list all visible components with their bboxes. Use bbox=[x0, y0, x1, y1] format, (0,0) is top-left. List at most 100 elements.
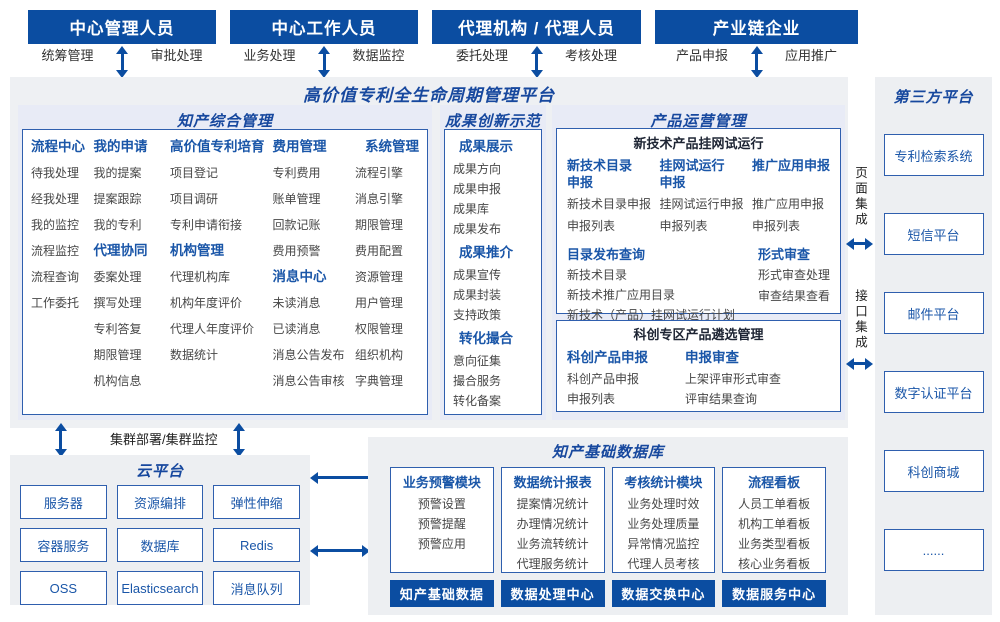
menu-item: 转化备案 bbox=[453, 394, 502, 408]
menu-item: 专利答复 bbox=[93, 322, 142, 336]
ip-management-box: 流程中心 待我处理经我处理我的监控流程监控流程查询工作委托 我的申请 我的提案提… bbox=[22, 129, 428, 415]
bidirectional-horizontal-arrow-icon bbox=[310, 544, 370, 557]
menu-item: 预警提醒 bbox=[417, 517, 466, 531]
group-heading: 目录发布查询 bbox=[567, 247, 646, 262]
menu-item: 业务处理时效 bbox=[627, 497, 700, 511]
menu-item: 审查结果查看 bbox=[757, 289, 830, 303]
menu-item: 数据统计 bbox=[170, 348, 219, 362]
bidirectional-horizontal-arrow-icon bbox=[846, 357, 873, 370]
menu-item: 撮合服务 bbox=[453, 374, 502, 388]
third-party-system-box: 科创商城 bbox=[883, 450, 984, 492]
menu-item: 权限管理 bbox=[355, 322, 404, 336]
actor-box: 中心管理人员 bbox=[28, 10, 216, 44]
third-party-zone: 第三方平台 专利检索系统短信平台邮件平台数字认证平台科创商城...... bbox=[875, 77, 992, 615]
group-heading: 成果展示 bbox=[459, 139, 513, 154]
menu-item: 工作委托 bbox=[31, 296, 80, 310]
menu-item: 提案情况统计 bbox=[516, 497, 589, 511]
menu-item: 支持政策 bbox=[453, 308, 502, 322]
panel-product-operations: 产品运营管理 新技术产品挂网试运行 新技术目录申报 新技术目录申报申报列表 挂网… bbox=[552, 105, 845, 420]
panel-ip-management: 知产综合管理 流程中心 待我处理经我处理我的监控流程监控流程查询工作委托 我的申… bbox=[18, 105, 432, 420]
cluster-deploy-label: 集群部署/集群监控 bbox=[110, 432, 218, 447]
menu-item: 科创产品申报 bbox=[567, 372, 640, 386]
actor-function-label: 数据监控 bbox=[352, 48, 405, 63]
group-heading: 我的申请 bbox=[93, 139, 148, 154]
menu-item: 申报列表 bbox=[659, 219, 708, 233]
data-center-bar: 数据处理中心 bbox=[500, 580, 605, 607]
menu-item: 预警应用 bbox=[417, 537, 466, 551]
group-heading: 费用管理 bbox=[272, 139, 327, 154]
panel-title: 第三方平台 bbox=[893, 89, 974, 106]
menu-item: 申报列表 bbox=[567, 219, 616, 233]
menu-item: 成果宣传 bbox=[453, 268, 502, 282]
left-arrow-icon bbox=[310, 471, 370, 484]
data-center-bar: 知产基础数据 bbox=[390, 580, 494, 607]
menu-item: 新技术目录申报 bbox=[567, 197, 652, 211]
menu-item: 业务流转统计 bbox=[516, 537, 589, 551]
actor-functions: 业务处理 数据监控 bbox=[230, 46, 418, 80]
menu-item: 未读消息 bbox=[272, 296, 321, 310]
menu-item: 办理情况统计 bbox=[516, 517, 589, 531]
actor-box: 产业链企业 bbox=[655, 10, 858, 44]
menu-item: 成果申报 bbox=[453, 182, 502, 196]
panel-achievement-demo: 成果创新示范 成果展示 成果方向成果申报成果库成果发布 成果推介 成果宣传成果封… bbox=[440, 105, 546, 420]
data-center-bar: 数据服务中心 bbox=[722, 580, 826, 607]
cloud-service-box: 资源编排 bbox=[116, 485, 204, 519]
apply-review-group: 申报审查 上架评审形式审查评审结果查询 bbox=[685, 347, 781, 409]
menu-item: 字典管理 bbox=[355, 374, 404, 388]
bidirectional-vertical-arrow-icon bbox=[318, 46, 331, 78]
cloud-service-box: 数据库 bbox=[116, 528, 204, 562]
menu-item: 消息引擎 bbox=[355, 192, 404, 206]
actor-function-label: 统筹管理 bbox=[41, 48, 94, 63]
menu-item: 我的专利 bbox=[93, 218, 142, 232]
sci-product-apply-group: 科创产品申报 科创产品申报申报列表 bbox=[567, 347, 685, 409]
menu-item: 核心业务看板 bbox=[738, 557, 811, 571]
panel-title: 成果创新示范 bbox=[444, 113, 541, 130]
menu-item: 项目登记 bbox=[170, 166, 219, 180]
menu-item: 业务处理质量 bbox=[627, 517, 700, 531]
actor-box: 中心工作人员 bbox=[230, 10, 418, 44]
cloud-service-box: 服务器 bbox=[20, 485, 107, 519]
menu-item: 新技术目录 bbox=[567, 268, 628, 282]
menu-item: 账单管理 bbox=[272, 192, 321, 206]
menu-item: 成果方向 bbox=[453, 162, 502, 176]
menu-item: 机构信息 bbox=[93, 374, 142, 388]
bidirectional-vertical-arrow-icon bbox=[54, 423, 67, 457]
product-column: 挂网试运行申报 挂网试运行申报申报列表 bbox=[659, 157, 743, 237]
achievement-box: 成果展示 成果方向成果申报成果库成果发布 成果推介 成果宣传成果封装支持政策 转… bbox=[444, 129, 542, 415]
actor-function-label: 审批处理 bbox=[150, 48, 203, 63]
product-column: 新技术目录申报 新技术目录申报申报列表 bbox=[567, 157, 651, 237]
menu-item: 推广应用申报 bbox=[751, 197, 824, 211]
menu-item: 回款记账 bbox=[272, 218, 321, 232]
cloud-service-box: 消息队列 bbox=[213, 571, 300, 605]
menu-item: 我的提案 bbox=[93, 166, 142, 180]
third-party-system-box: 短信平台 bbox=[883, 213, 984, 255]
cloud-service-box: Elasticsearch bbox=[116, 571, 204, 605]
section-header: 科创专区产品遴选管理 bbox=[633, 327, 764, 342]
group-heading: 代理协同 bbox=[93, 243, 148, 258]
third-party-system-box: 数字认证平台 bbox=[883, 371, 984, 413]
api-integration-label: 接口集成 bbox=[853, 289, 867, 351]
group-heading: 系统管理 bbox=[365, 139, 419, 154]
menu-item: 期限管理 bbox=[355, 218, 404, 232]
actor-functions: 统筹管理 审批处理 bbox=[28, 46, 216, 80]
group-heading: 申报审查 bbox=[685, 350, 739, 365]
menu-item: 已读消息 bbox=[272, 322, 321, 336]
menu-item: 意向征集 bbox=[453, 354, 502, 368]
actor-function-label: 委托处理 bbox=[455, 48, 508, 63]
group-heading: 流程中心 bbox=[31, 139, 85, 154]
menu-item: 代理人年度评价 bbox=[170, 322, 255, 336]
menu-item: 消息公告发布 bbox=[272, 348, 345, 362]
panel-title: 知产基础数据库 bbox=[551, 444, 664, 461]
data-module-box: 业务预警模块 预警设置预警提醒预警应用 bbox=[390, 467, 494, 573]
actor-function-label: 产品申报 bbox=[675, 48, 728, 63]
menu-item: 组织机构 bbox=[355, 348, 404, 362]
actor-function-row: 统筹管理 审批处理 业务处理 数据监控 委托处理 考核处理 产品申报 应用推广 bbox=[28, 46, 858, 80]
data-module-box: 流程看板 人员工单看板机构工单看板业务类型看板核心业务看板 bbox=[722, 467, 826, 573]
group-heading: 挂网试运行 bbox=[659, 158, 725, 173]
data-module-box: 数据统计报表 提案情况统计办理情况统计业务流转统计代理服务统计 bbox=[500, 467, 605, 573]
menu-item: 人员工单看板 bbox=[738, 497, 811, 511]
actor-function-label: 考核处理 bbox=[565, 48, 618, 63]
group-heading: 形式审查 bbox=[757, 247, 810, 262]
